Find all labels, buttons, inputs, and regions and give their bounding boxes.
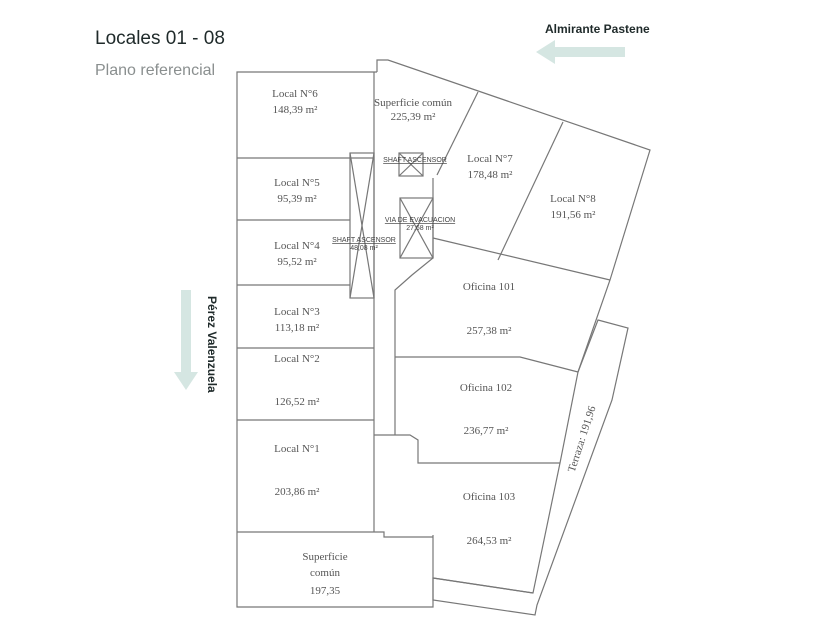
room-oficina-103[interactable]: Oficina 103 264,53 m² [463,491,516,547]
svg-text:225,39 m²: 225,39 m² [391,111,437,123]
street-label-top: Almirante Pastene [545,22,650,36]
arrow-down-icon [174,290,198,390]
svg-text:Oficina 102: Oficina 102 [460,382,512,394]
svg-text:95,39 m²: 95,39 m² [277,193,317,205]
room-local-7[interactable]: Local N°7 178,48 m² [467,153,513,181]
elevator-shaft-small [398,152,424,177]
svg-text:264,53 m²: 264,53 m² [467,535,513,547]
svg-text:236,77 m²: 236,77 m² [464,425,510,437]
svg-text:Local N°8: Local N°8 [550,193,596,205]
svg-text:Superficie: Superficie [302,551,347,563]
shaft-area-2: 48,08 m² [350,245,378,252]
elevator-shaft-main [349,152,375,299]
svg-text:Oficina 101: Oficina 101 [463,281,515,293]
evacuation-label: VIA DE EVACUACION [385,217,455,224]
page-subtitle: Plano referencial [95,62,216,79]
terrace-area [432,319,629,616]
room-oficina-101[interactable]: Oficina 101 257,38 m² [463,281,515,337]
svg-text:95,52 m²: 95,52 m² [277,256,317,268]
svg-text:Local N°5: Local N°5 [274,177,320,189]
svg-text:203,86 m²: 203,86 m² [275,486,321,498]
room-local-5[interactable]: Local N°5 95,39 m² [274,177,320,205]
room-local-6[interactable]: Local N°6 148,39 m² [272,88,318,116]
svg-text:191,56 m²: 191,56 m² [551,209,597,221]
arrow-left-icon [536,40,625,64]
svg-text:113,18 m²: 113,18 m² [275,322,320,334]
svg-text:común: común [310,567,340,579]
room-local-4[interactable]: Local N°4 95,52 m² [274,240,320,268]
svg-text:Superficie común: Superficie común [374,97,452,109]
street-label-left: Pérez Valenzuela [205,296,219,393]
svg-text:Local N°6: Local N°6 [272,88,318,100]
shaft-label-2: SHAFT ASCENSOR [332,237,396,244]
svg-text:257,38 m²: 257,38 m² [467,325,513,337]
walls [236,59,651,608]
svg-text:148,39 m²: 148,39 m² [273,104,319,116]
svg-text:Local N°3: Local N°3 [274,306,320,318]
svg-text:126,52 m²: 126,52 m² [275,396,321,408]
evacuation-area: 27,68 m² [406,225,434,232]
room-common-top[interactable]: Superficie común 225,39 m² [374,97,452,123]
svg-text:Oficina 103: Oficina 103 [463,491,516,503]
room-common-bottom[interactable]: Superficie común 197,35 [302,551,347,597]
svg-text:Local N°7: Local N°7 [467,153,513,165]
svg-text:Local N°4: Local N°4 [274,240,320,252]
evacuation-route [399,197,434,259]
svg-text:178,48 m²: 178,48 m² [468,169,514,181]
shaft-label-1: SHAFT ASCENSOR [383,157,447,164]
page-title: Locales 01 - 08 [95,28,225,49]
room-local-3[interactable]: Local N°3 113,18 m² [274,306,320,334]
svg-text:Local N°2: Local N°2 [274,353,320,365]
terrace-label: Terraza: 191,96 [566,404,599,474]
room-oficina-102[interactable]: Oficina 102 236,77 m² [460,382,512,437]
room-local-1[interactable]: Local N°1 203,86 m² [274,443,320,498]
svg-text:Local N°1: Local N°1 [274,443,320,455]
svg-text:197,35: 197,35 [310,585,341,597]
room-local-8[interactable]: Local N°8 191,56 m² [550,193,596,221]
room-local-2[interactable]: Local N°2 126,52 m² [274,353,320,408]
